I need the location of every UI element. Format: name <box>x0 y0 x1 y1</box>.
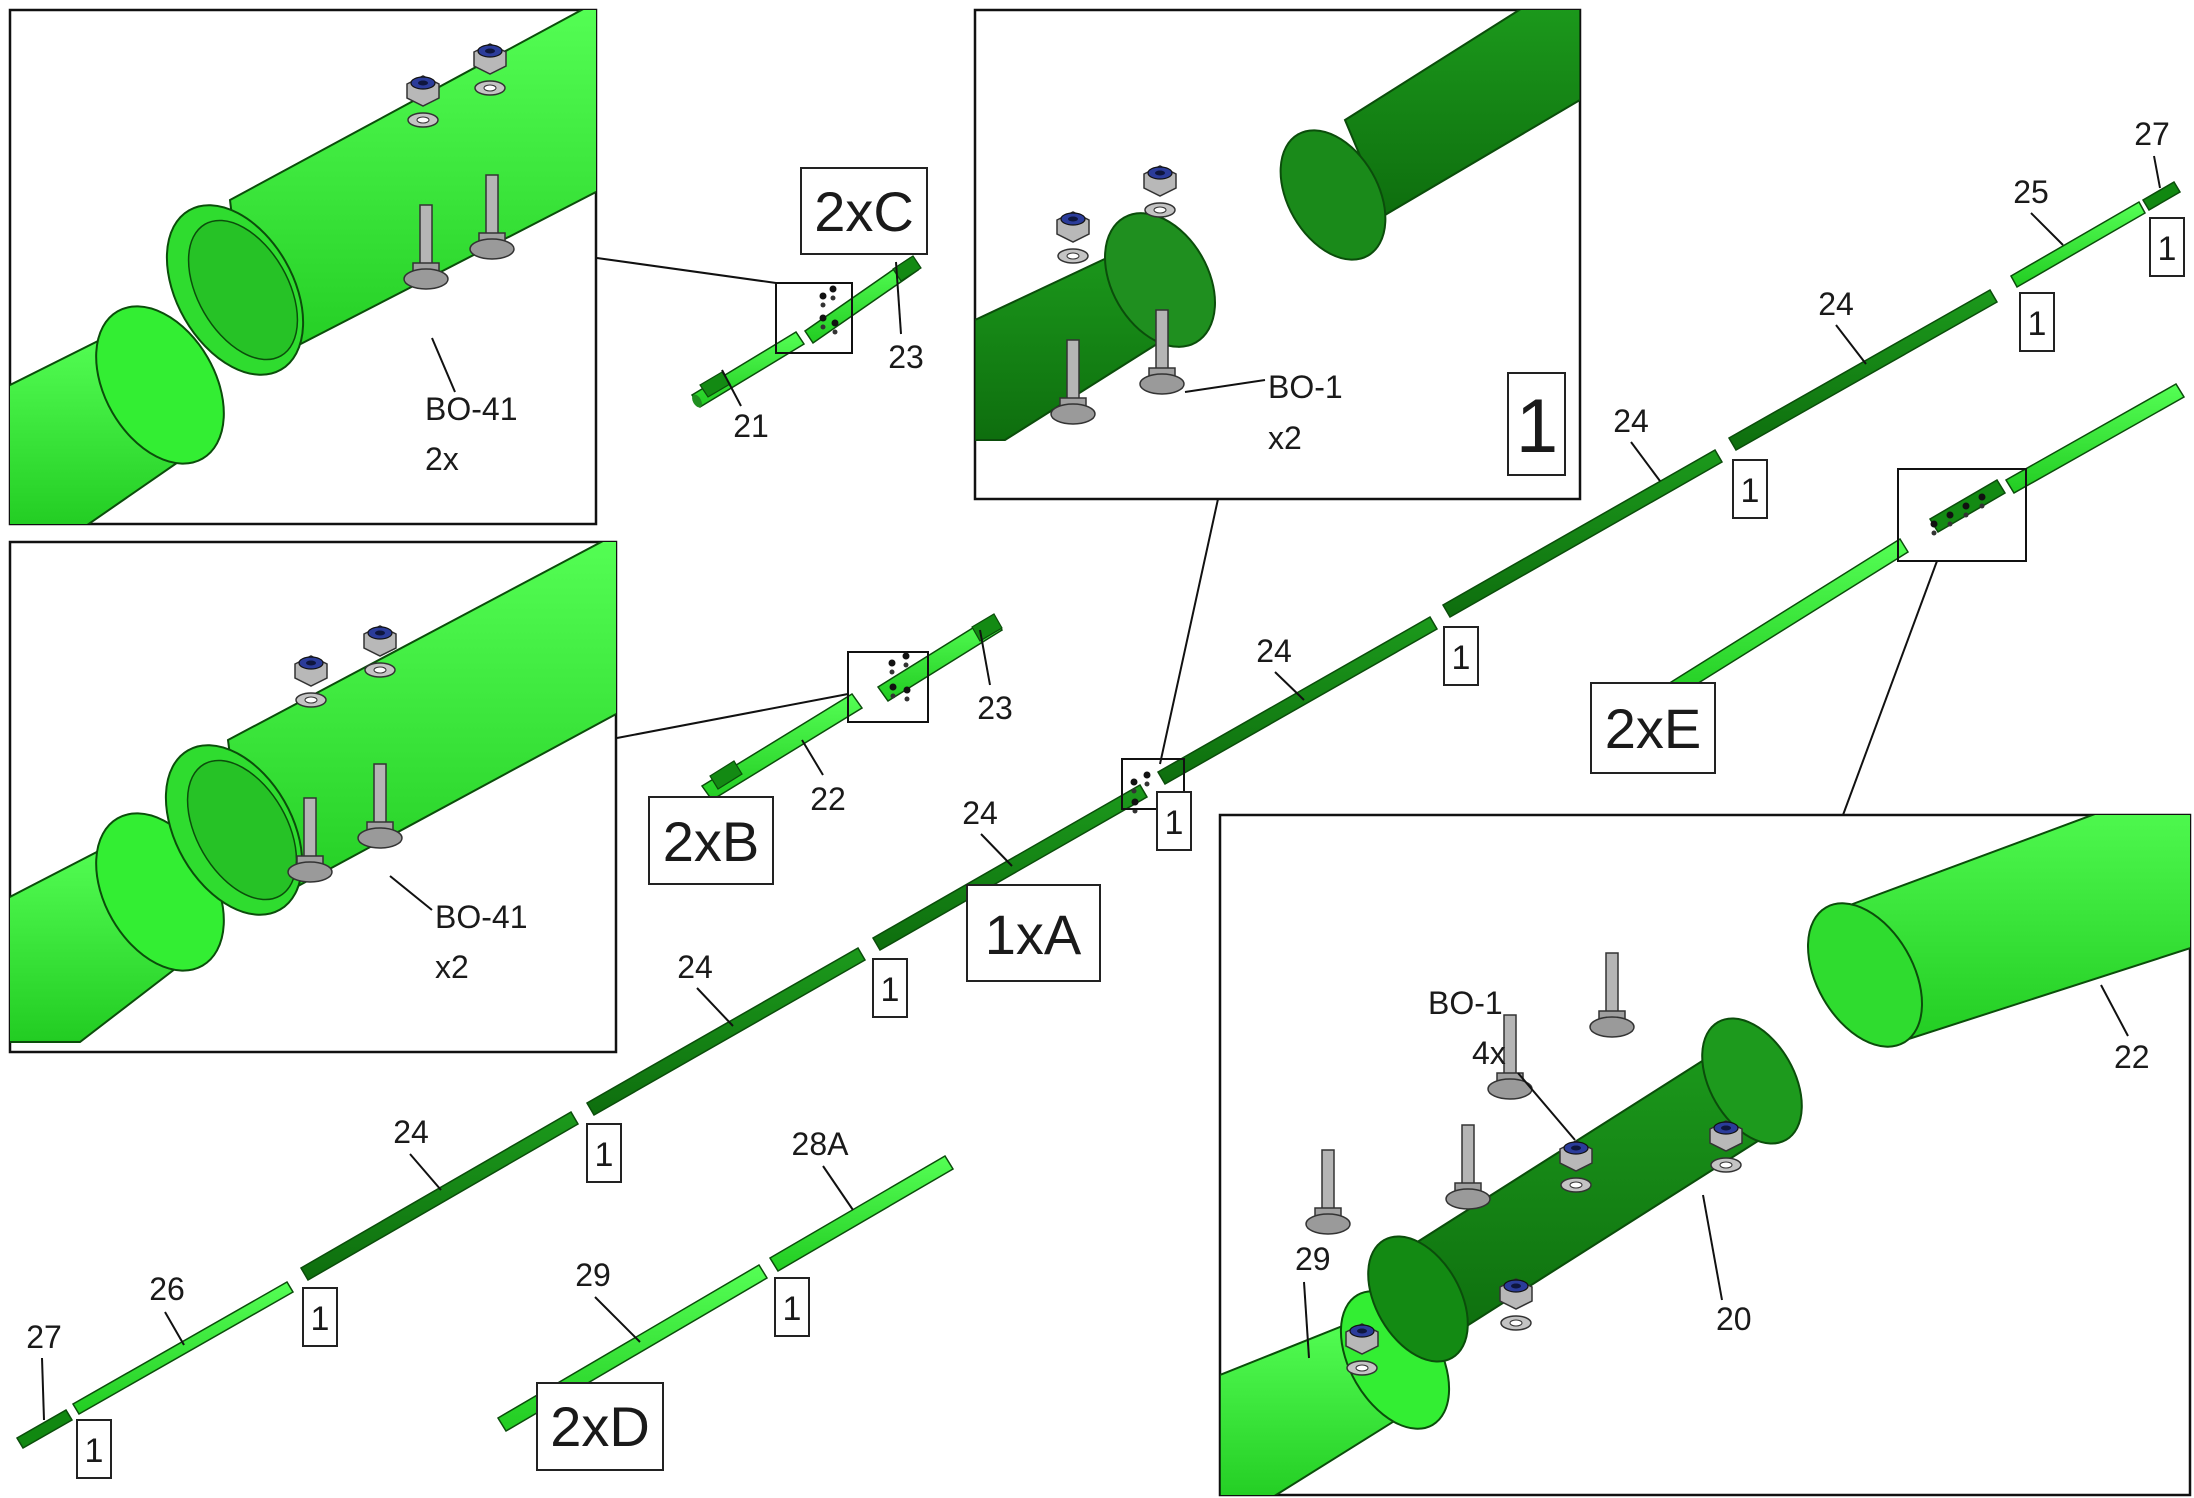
leader-lines <box>596 257 1938 816</box>
svg-text:1: 1 <box>1452 639 1471 677</box>
hardware-label: BO-41 <box>425 391 517 427</box>
hardware-label: BO-1 <box>1428 985 1503 1021</box>
part-label: 24 <box>962 795 998 831</box>
main-tube-string <box>15 180 2182 1450</box>
part-label: 27 <box>26 1319 62 1355</box>
hardware-qty: 4x <box>1472 1035 1506 1071</box>
svg-text:1: 1 <box>1165 804 1184 842</box>
part-label: 22 <box>810 781 846 817</box>
part-label: 26 <box>149 1271 185 1307</box>
svg-text:1: 1 <box>311 1300 330 1338</box>
detail-frame-b <box>8 540 618 1054</box>
hardware-qty: 2x <box>425 441 459 477</box>
svg-text:1: 1 <box>783 1290 802 1328</box>
svg-text:1: 1 <box>881 971 900 1009</box>
svg-text:1: 1 <box>2158 230 2177 268</box>
connector-tag: 1 <box>1156 791 1192 851</box>
part-labels: 21 23 22 23 27 26 24 24 24 24 24 24 25 2… <box>26 116 2170 1421</box>
hardware-label: BO-1 <box>1268 369 1343 405</box>
part-label: 23 <box>977 690 1013 726</box>
connector-tag: 1 <box>302 1287 338 1347</box>
label-assembly-a: 1xA <box>985 903 1082 966</box>
main-assembly <box>15 180 2186 1450</box>
svg-text:1: 1 <box>1741 472 1760 510</box>
part-label: 23 <box>888 339 924 375</box>
connector-tag: 1 <box>2019 292 2055 352</box>
hardware-qty: x2 <box>1268 420 1302 456</box>
detail-labels: BO-41 2x BO-41 x2 BO-1 x2 1 BO-1 4x 29 2… <box>389 337 2150 1359</box>
label-assembly-c: 2xC <box>814 180 914 243</box>
part-label: 22 <box>2114 1039 2150 1075</box>
connector-tag: 1 <box>872 958 908 1018</box>
svg-text:1: 1 <box>2028 305 2047 343</box>
connector-tag: 1 <box>76 1419 112 1479</box>
assembly-c-parts <box>690 255 922 409</box>
connector-tag: 1 <box>774 1277 810 1337</box>
part-label: 24 <box>1818 286 1854 322</box>
part-label: 24 <box>1256 633 1292 669</box>
connector-tag: 1 <box>2149 217 2185 277</box>
detail-frame-e <box>1218 813 2192 1497</box>
part-label: 24 <box>393 1114 429 1150</box>
detail-a-tag: 1 <box>1516 384 1558 469</box>
assembly-b-parts <box>700 613 1004 802</box>
hardware-label: BO-41 <box>435 899 527 935</box>
part-label: 27 <box>2134 116 2170 152</box>
part-label: 21 <box>733 408 769 444</box>
detail-frame-a <box>973 8 1582 501</box>
part-label: 28A <box>792 1126 850 1162</box>
part-label: 29 <box>1295 1241 1331 1277</box>
label-assembly-d: 2xD <box>550 1395 650 1458</box>
connector-tags: 1 1 1 1 1 1 1 1 1 1 <box>76 217 2185 1479</box>
label-assembly-e: 2xE <box>1605 697 1702 760</box>
assembly-e-parts <box>1658 382 2186 704</box>
connector-tag: 1 <box>1443 626 1479 686</box>
svg-text:1: 1 <box>85 1432 104 1470</box>
detail-frame-c <box>8 8 598 526</box>
hardware-qty: x2 <box>435 949 469 985</box>
part-label: 25 <box>2013 174 2049 210</box>
assembly-labels: 2xC 2xB 1xA 2xD 2xE <box>536 167 1716 1471</box>
part-label: 24 <box>1613 403 1649 439</box>
label-assembly-b: 2xB <box>663 810 760 873</box>
part-label: 20 <box>1716 1301 1752 1337</box>
part-label: 29 <box>575 1257 611 1293</box>
svg-text:1: 1 <box>595 1136 614 1174</box>
connector-tag: 1 <box>586 1123 622 1183</box>
part-label: 24 <box>677 949 713 985</box>
connector-tag: 1 <box>1732 459 1768 519</box>
